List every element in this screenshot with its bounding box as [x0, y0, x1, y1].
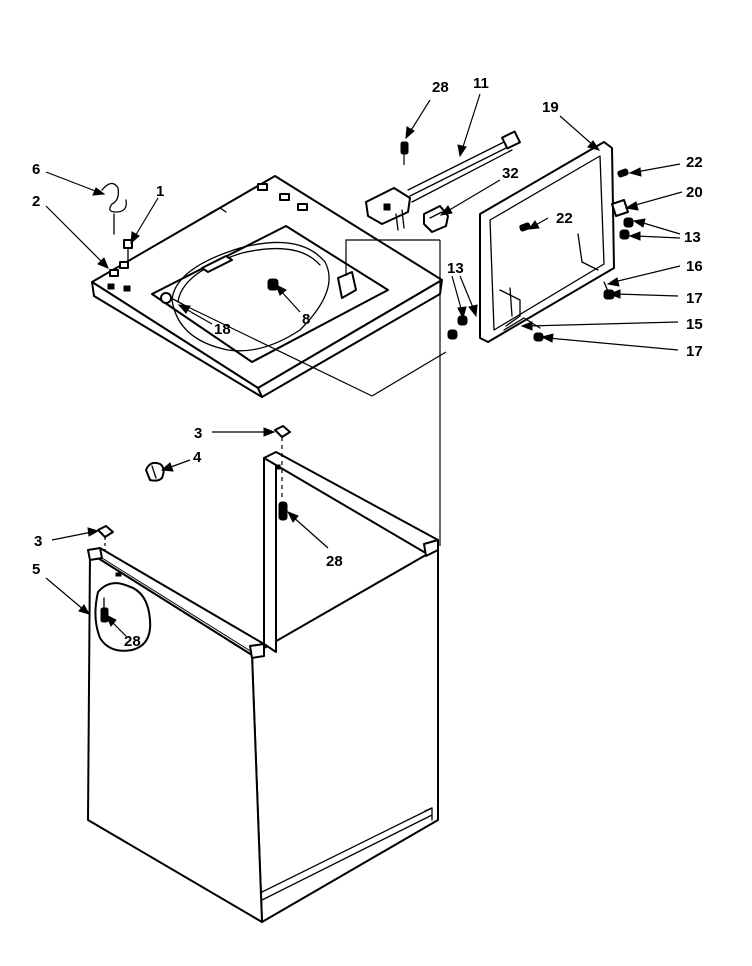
callout-18: 18: [214, 321, 231, 338]
wire-harness: [365, 130, 521, 231]
clip-nut-icon: [274, 425, 291, 498]
callout-17-bottom: 17: [686, 343, 703, 360]
top-panel: [91, 175, 443, 398]
callout-20: 20: [686, 184, 703, 201]
callout-6: 6: [32, 161, 40, 178]
callout-13-right: 13: [684, 229, 701, 246]
clip-nut-icon-left: [97, 525, 114, 550]
callout-16: 16: [686, 258, 703, 275]
spring-clip-icon: [145, 461, 165, 482]
callout-5: 5: [32, 561, 40, 578]
cabinet: [87, 451, 439, 923]
callout-28-top: 28: [432, 79, 449, 96]
leader-lines: [45, 93, 683, 637]
lid-actuator: [423, 205, 449, 233]
callout-8: 8: [302, 311, 310, 328]
hinge-pin-icon: [160, 292, 187, 307]
callout-13-left: 13: [447, 260, 464, 277]
callout-11: 11: [473, 75, 489, 92]
top-panel-screw-icon: [267, 278, 279, 291]
callout-1: 1: [156, 183, 164, 200]
callout-2: 2: [32, 193, 40, 210]
callout-19: 19: [542, 99, 559, 116]
callout-3-top: 3: [194, 425, 202, 442]
callout-3-left: 3: [34, 533, 42, 550]
callout-4: 4: [193, 449, 202, 466]
callout-28-mid: 28: [326, 553, 343, 570]
harness-screw-icon: [400, 141, 409, 155]
callout-labels: 28 11 19 22 6 1 2 32 20 22 13 16 13 17 1…: [32, 75, 703, 650]
clip-icon: [101, 182, 127, 235]
callout-15: 15: [686, 316, 703, 333]
callout-22-top: 22: [686, 154, 703, 171]
bracket-icon: [123, 239, 133, 263]
callout-28-inset: 28: [124, 633, 141, 650]
callout-17-top: 17: [686, 290, 703, 307]
callout-32: 32: [502, 165, 519, 182]
inset-screw-icon: [100, 597, 109, 623]
lid-frame: [447, 141, 634, 343]
cabinet-screw-icon: [278, 501, 288, 521]
callout-22-mid: 22: [556, 210, 573, 227]
